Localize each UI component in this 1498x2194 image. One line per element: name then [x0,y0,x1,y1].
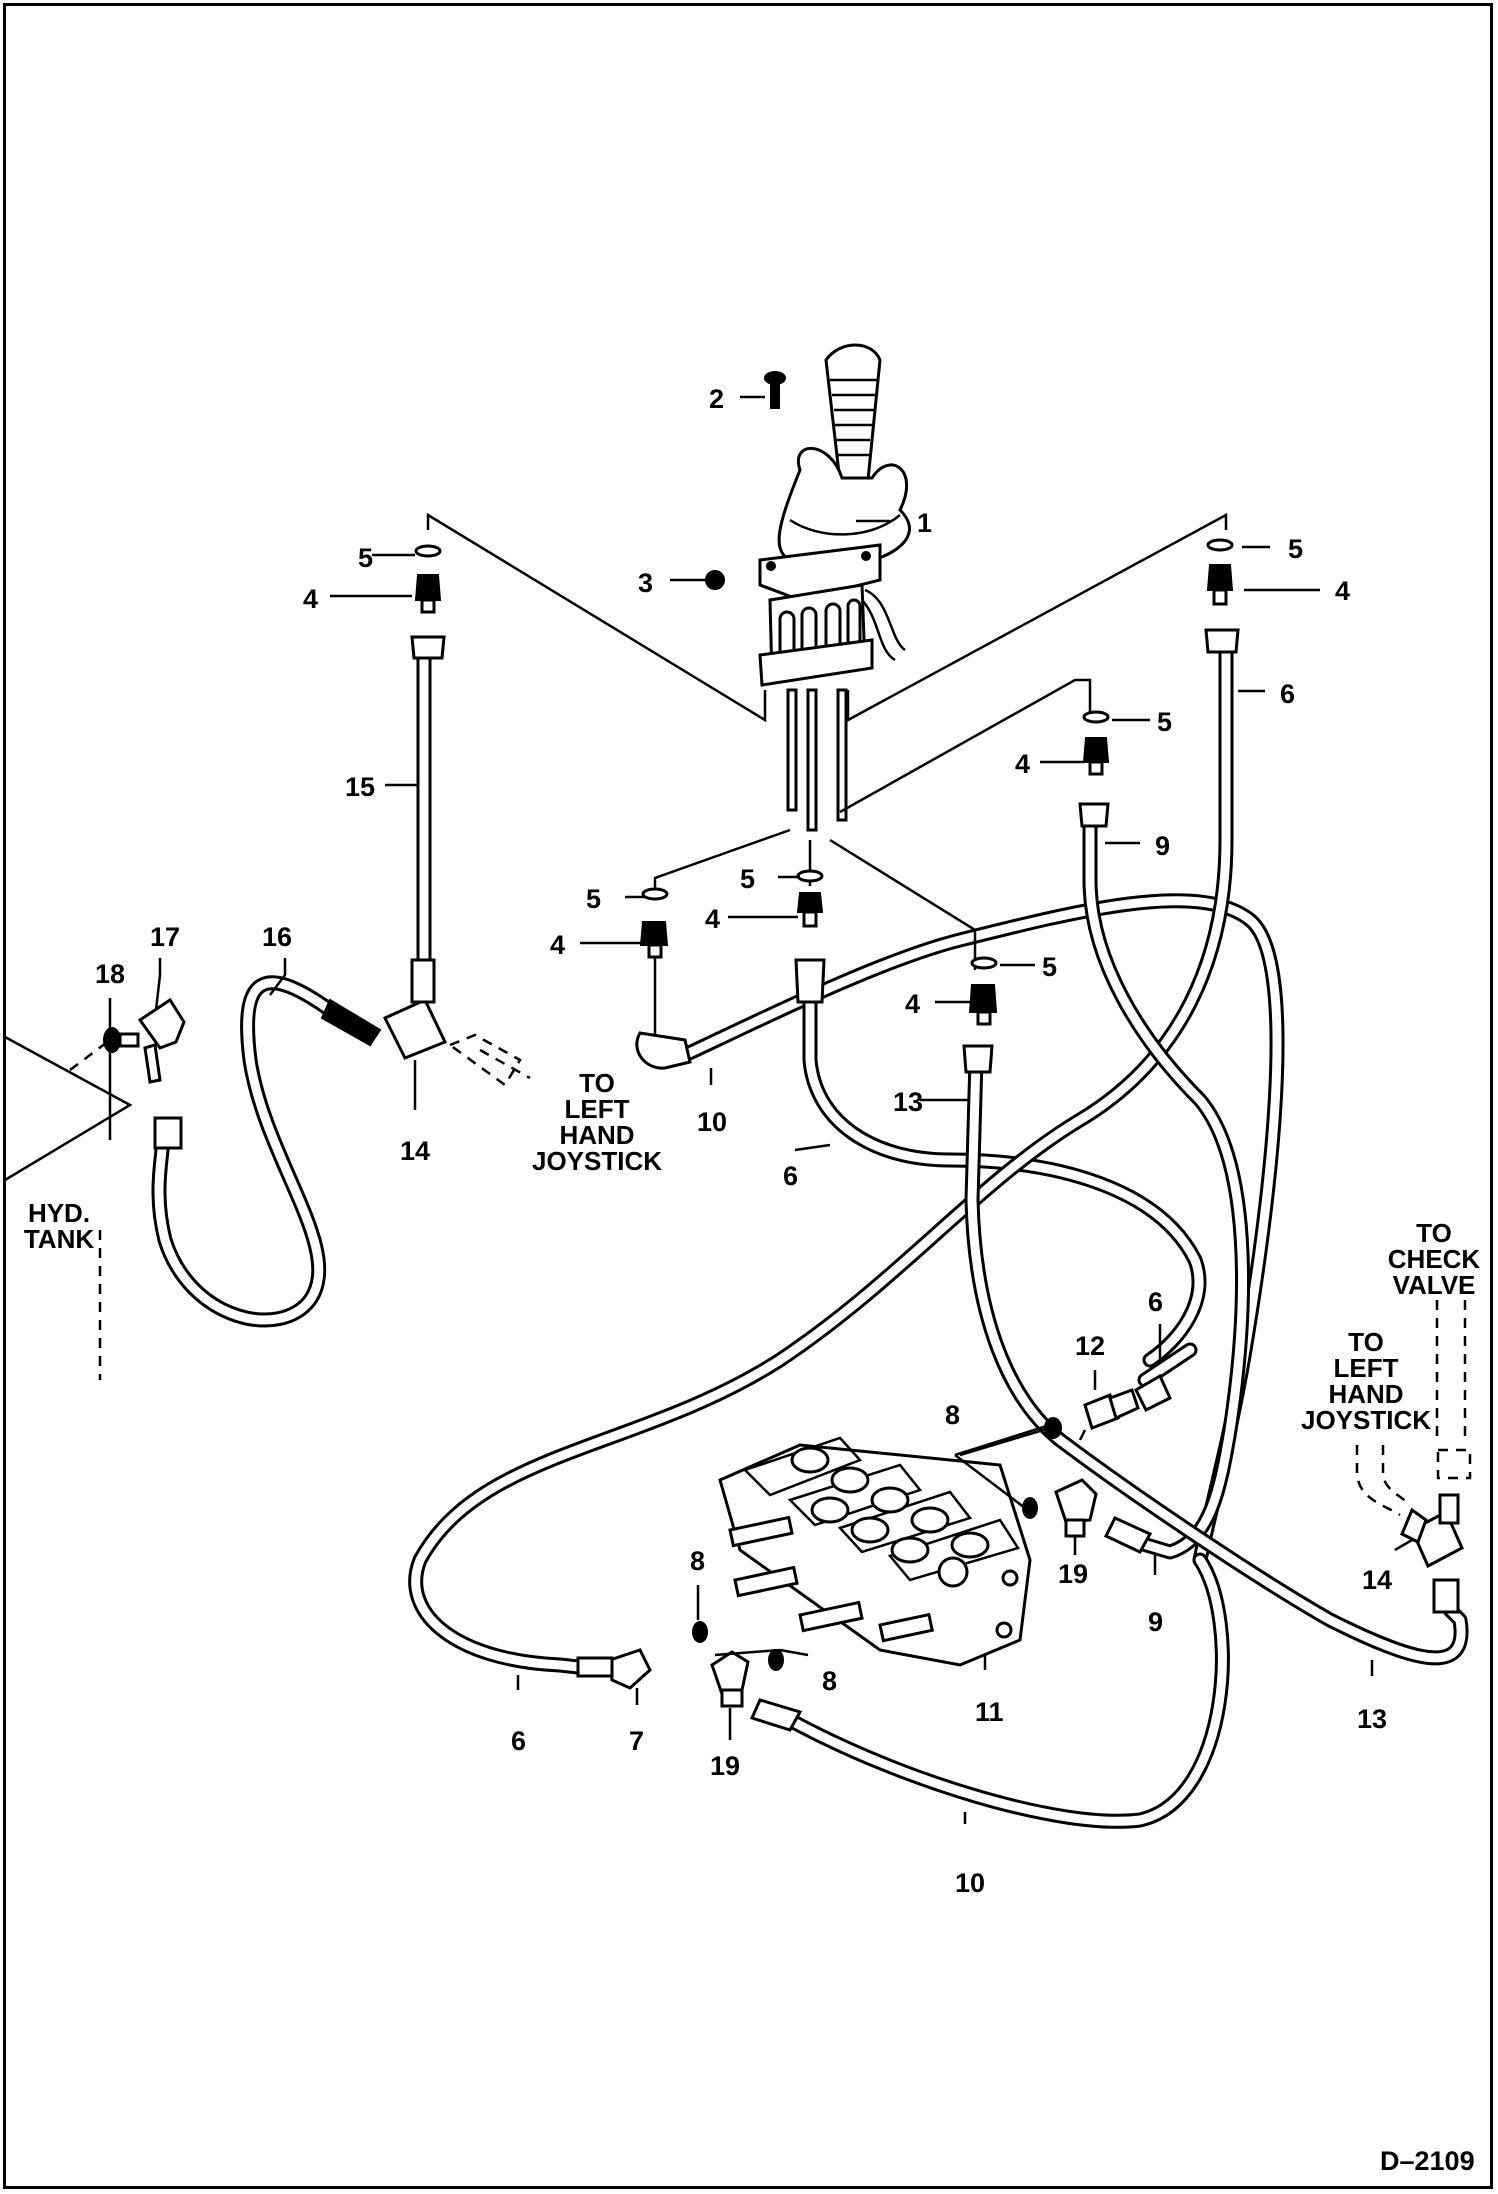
nut-part-3 [705,570,725,590]
callout-8: 8 [945,1400,960,1430]
svg-text:HYD.: HYD. [28,1198,90,1228]
diagram-frame [3,3,1493,2189]
callout-4: 4 [550,930,565,960]
hose-6-right [408,642,1234,1675]
callout-8: 8 [690,1546,705,1576]
svg-text:TO: TO [579,1068,615,1098]
fittings-4-5 [410,538,1240,1074]
callout-4: 4 [303,584,318,614]
callout-6: 6 [783,1161,798,1191]
callout-5: 5 [740,864,755,894]
callout-19: 19 [1058,1559,1088,1589]
note-to-left-hand-joystick-1: TO LEFT HAND JOYSTICK [532,1068,662,1176]
callout-9: 9 [1148,1607,1163,1637]
tee-fitting-14-left [320,958,448,1060]
o-rings-8 [692,1417,1062,1671]
callout-13: 13 [893,1087,923,1117]
fitting-7 [576,1648,652,1690]
tee-fitting-14-right [1400,1493,1464,1614]
callout-18: 18 [95,959,125,989]
schematic-lines [108,512,1228,1441]
dashed-connection-right [1355,1300,1472,1517]
svg-text:VALVE: VALVE [1393,1270,1476,1300]
svg-text:TANK: TANK [24,1224,95,1254]
fitting-12 [1083,1373,1172,1430]
callout-11: 11 [975,1697,1004,1727]
callout-leaders [108,395,1413,1824]
svg-text:TO: TO [1348,1327,1384,1357]
callout-14: 14 [1362,1565,1392,1595]
callout-15: 15 [345,772,375,802]
callout-12: 12 [1075,1331,1105,1361]
hose-13 [964,1052,1469,1666]
joystick-assembly [758,343,911,832]
callout-4: 4 [905,989,920,1019]
svg-text:CHECK: CHECK [1388,1244,1481,1274]
callout-labels: 1 2 3 4 4 4 4 4 4 5 5 5 5 5 5 6 6 6 6 7 … [95,384,1392,1898]
callout-16: 16 [262,922,292,952]
callout-10: 10 [955,1868,985,1898]
callout-17: 17 [150,922,180,952]
callout-5: 5 [1157,707,1172,737]
callout-6: 6 [511,1726,526,1756]
note-to-check-valve: TO CHECK VALVE [1388,1218,1481,1300]
callout-4: 4 [1335,576,1350,606]
svg-text:LEFT: LEFT [1334,1353,1399,1383]
callout-5: 5 [1042,952,1057,982]
hyd-tank-outline [4,1035,183,1380]
svg-text:HAND: HAND [1328,1379,1403,1409]
callout-13: 13 [1357,1704,1387,1734]
note-to-left-hand-joystick-2: TO LEFT HAND JOYSTICK [1301,1327,1431,1435]
callout-7: 7 [629,1726,644,1756]
fitting-18 [103,1027,140,1053]
callout-6: 6 [1148,1287,1163,1317]
svg-text:TO: TO [1416,1218,1452,1248]
hose-16 [151,975,338,1328]
fitting-19-left [710,1650,803,1732]
callout-1: 1 [917,508,932,538]
note-hyd-tank: HYD. TANK [24,1198,95,1254]
callout-5: 5 [586,884,601,914]
callout-4: 4 [705,904,720,934]
callout-6: 6 [1280,679,1295,709]
callout-3: 3 [638,568,653,598]
hose-6-center [802,992,1207,1368]
callout-8: 8 [822,1666,837,1696]
svg-text:JOYSTICK: JOYSTICK [1301,1405,1431,1435]
dashed-connection-left [447,1033,531,1087]
control-valve-bank-11 [718,1436,1032,1667]
callout-5: 5 [1288,534,1303,564]
bolt-part-2 [764,371,786,409]
elbow-fitting-17 [137,997,186,1084]
svg-text:LEFT: LEFT [565,1094,630,1124]
figure-id: D–2109 [1380,2146,1475,2176]
callout-10: 10 [697,1107,727,1137]
svg-text:HAND: HAND [559,1120,634,1150]
callout-2: 2 [709,384,724,414]
hoses [151,642,1469,1829]
callout-19: 19 [710,1751,740,1781]
callout-14: 14 [400,1136,430,1166]
callout-4: 4 [1015,749,1030,779]
fitting-19-right [1054,1478,1153,1554]
callout-9: 9 [1155,831,1170,861]
hose-6-short [1137,1342,1198,1388]
svg-text:JOYSTICK: JOYSTICK [532,1146,662,1176]
callout-5: 5 [358,543,373,573]
hose-10-lower [782,1552,1230,1829]
hose-9 [1082,812,1250,1560]
